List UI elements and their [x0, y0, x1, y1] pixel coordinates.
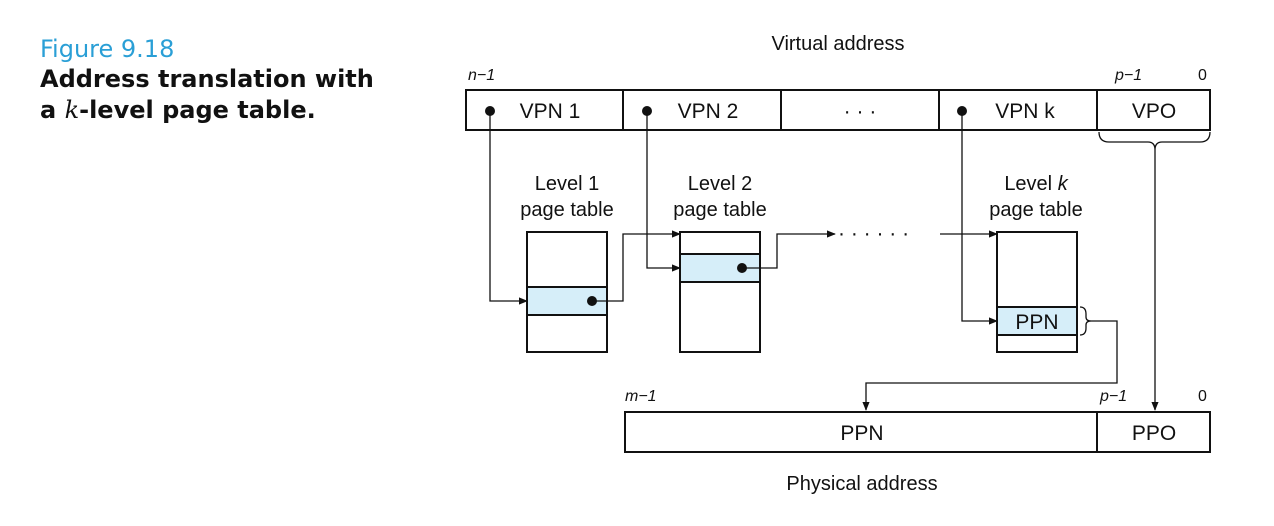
field-ppo: PPO: [1132, 422, 1176, 445]
arrow-level2-to-next: [742, 230, 836, 269]
field-vpn2: VPN 2: [678, 100, 739, 123]
virtual-high-bit-label: n−1: [468, 67, 495, 84]
virtual-address-register: VPN 1 VPN 2 · · · VPN k VPO: [465, 89, 1211, 131]
physical-address-register: PPN PPO: [624, 411, 1211, 453]
physical-low-bit-label: 0: [1198, 388, 1207, 405]
virtual-low-bit-label: 0: [1198, 67, 1207, 84]
levelk-page-table: PPN: [996, 231, 1078, 353]
vpo-high-bit-label: p−1: [1114, 67, 1142, 84]
field-vpnk: VPN k: [995, 100, 1055, 123]
level2-label-line2: page table: [673, 199, 766, 221]
level1-label-line1: Level 1: [535, 173, 600, 195]
levelk-entry-ppn: PPN: [1015, 311, 1058, 334]
level2-page-table: [679, 231, 761, 353]
levels-ellipsis: · · · · · ·: [838, 222, 909, 245]
field-ppn: PPN: [840, 422, 883, 445]
arrow-vpnk-to-levelk: [961, 111, 998, 325]
figure-number: Figure 9.18: [40, 35, 175, 63]
level1-label-line2: page table: [520, 199, 613, 221]
field-vpn1: VPN 1: [520, 100, 581, 123]
figure-title-line1: Address translation with: [40, 65, 374, 93]
physical-high-bit-label: m−1: [625, 388, 657, 405]
vpo-brace: [1098, 131, 1211, 151]
field-vpo: VPO: [1132, 100, 1176, 123]
field-ellipsis: · · ·: [844, 100, 877, 123]
arrow-vpn1-to-level1: [489, 111, 528, 305]
figure-caption: Figure 9.18 Address translation with a k…: [40, 34, 400, 126]
arrow-ppn-to-physical: [862, 320, 1118, 411]
levelk-label-line2: page table: [989, 199, 1082, 221]
level1-page-table: [526, 231, 608, 353]
figure-title-pre: a: [40, 96, 65, 124]
ppo-high-bit-label: p−1: [1099, 388, 1127, 405]
levelk-label-line1: Level k: [1004, 173, 1068, 195]
physical-address-label: Physical address: [786, 473, 937, 495]
virtual-address-label: Virtual address: [771, 33, 904, 55]
level2-label-line1: Level 2: [688, 173, 753, 195]
figure-title: Address translation with a k-level page …: [40, 64, 400, 126]
arrow-level1-to-level2: [592, 230, 681, 302]
figure-title-k: k: [64, 96, 80, 124]
arrow-vpn2-to-level2: [646, 111, 681, 272]
virtual-address-box: [465, 89, 1211, 131]
ppn-entry-brace: [1079, 306, 1092, 336]
figure-title-post: -level page table.: [79, 96, 316, 124]
